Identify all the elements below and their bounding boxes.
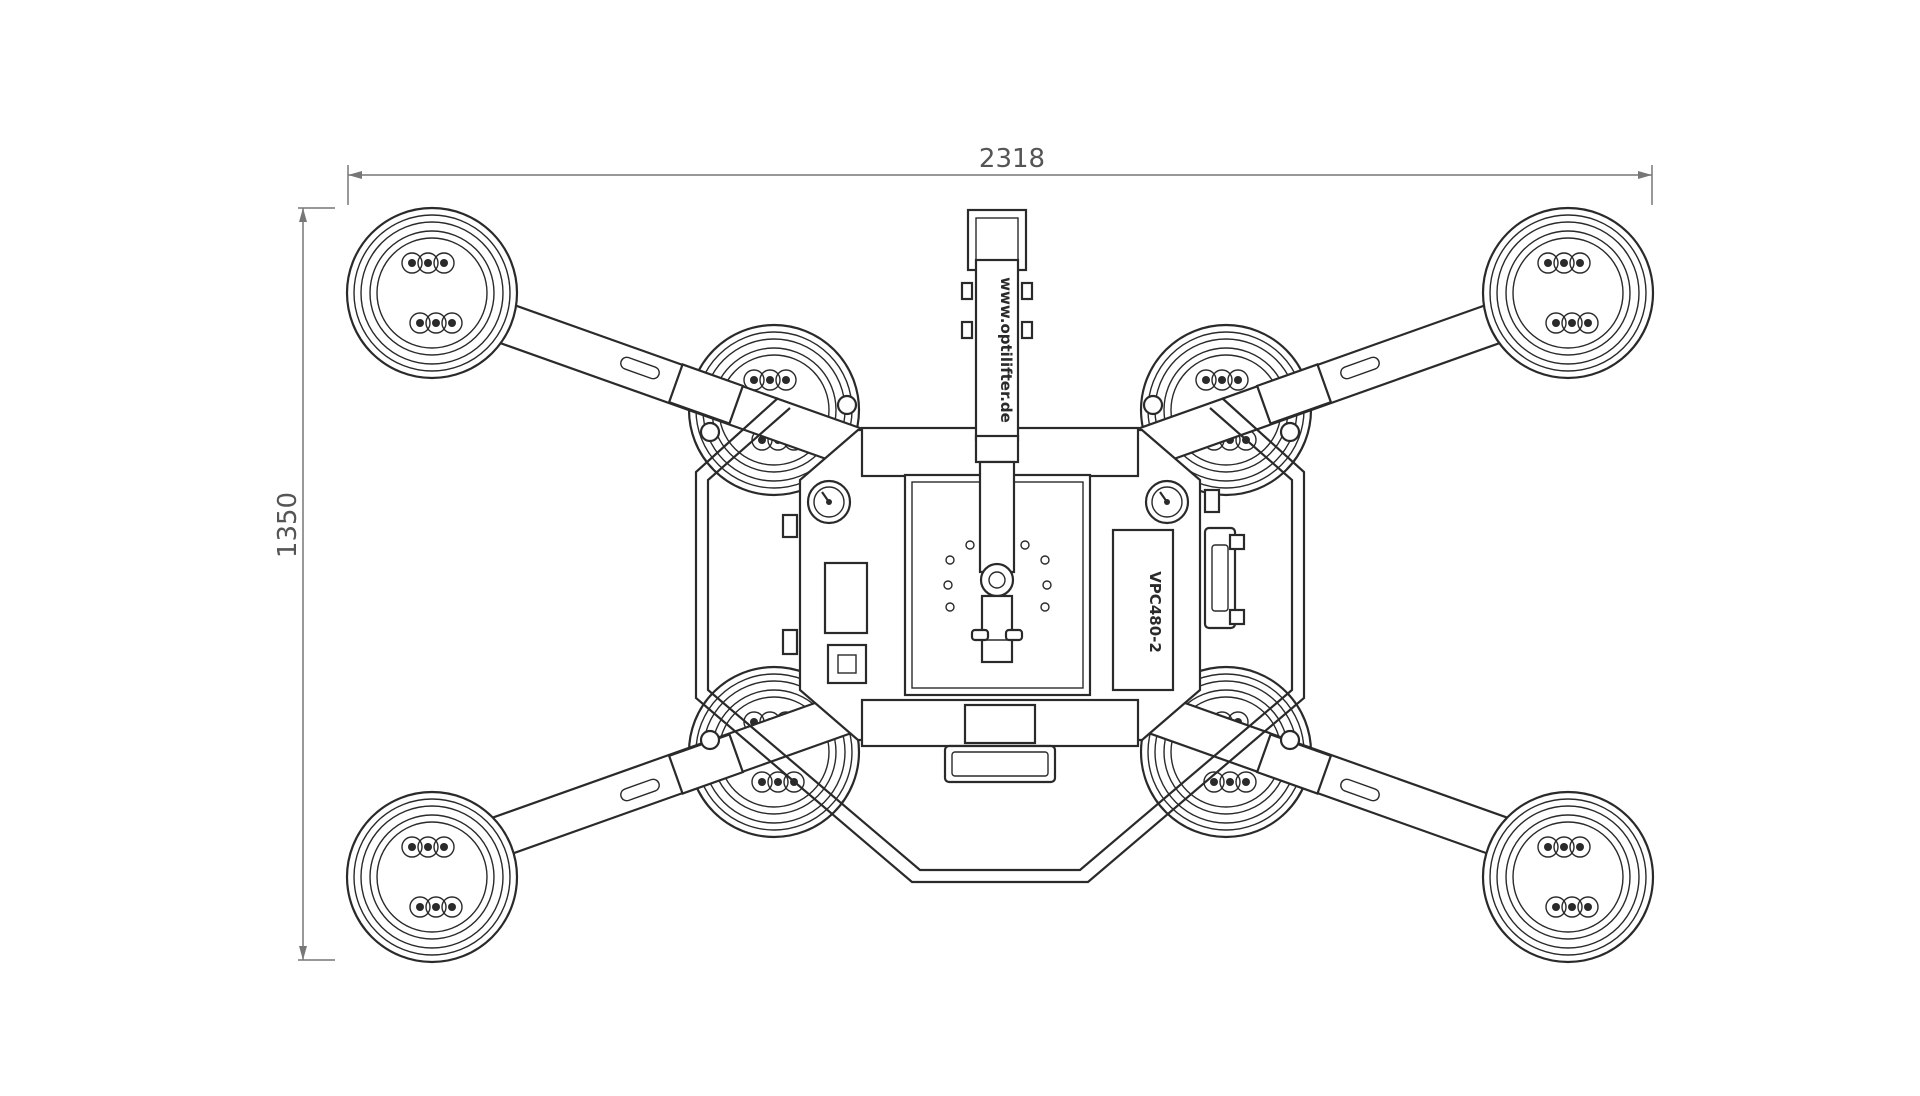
height-dimension: 1350 <box>273 207 335 961</box>
swivel-joint <box>978 460 1016 574</box>
hanger-beam <box>974 258 1020 442</box>
suction-pad-bottom-right <box>1481 790 1655 964</box>
width-dimension: 2318 <box>347 144 1653 205</box>
suction-pad-top-right <box>1481 206 1655 380</box>
suspension-bracket: www.optilifter.de <box>960 208 1034 664</box>
switch-box <box>826 643 868 685</box>
vacuum-gauge-left <box>806 479 852 525</box>
rotation-unit <box>980 594 1014 664</box>
vacuum-gauge-right <box>1144 479 1190 525</box>
model-label: VPC480-2 <box>1146 571 1164 653</box>
suction-pad-bottom-left <box>345 790 519 964</box>
height-dimension-label: 1350 <box>273 492 303 558</box>
bottom-handle <box>943 744 1057 784</box>
frame-tube <box>694 394 1306 884</box>
website-label: www.optilifter.de <box>997 277 1015 423</box>
suction-pad-top-left <box>345 206 519 380</box>
width-dimension-label: 2318 <box>979 144 1045 174</box>
control-box <box>823 561 869 635</box>
label-plate <box>1111 528 1175 692</box>
bolt-holes <box>943 540 1052 612</box>
